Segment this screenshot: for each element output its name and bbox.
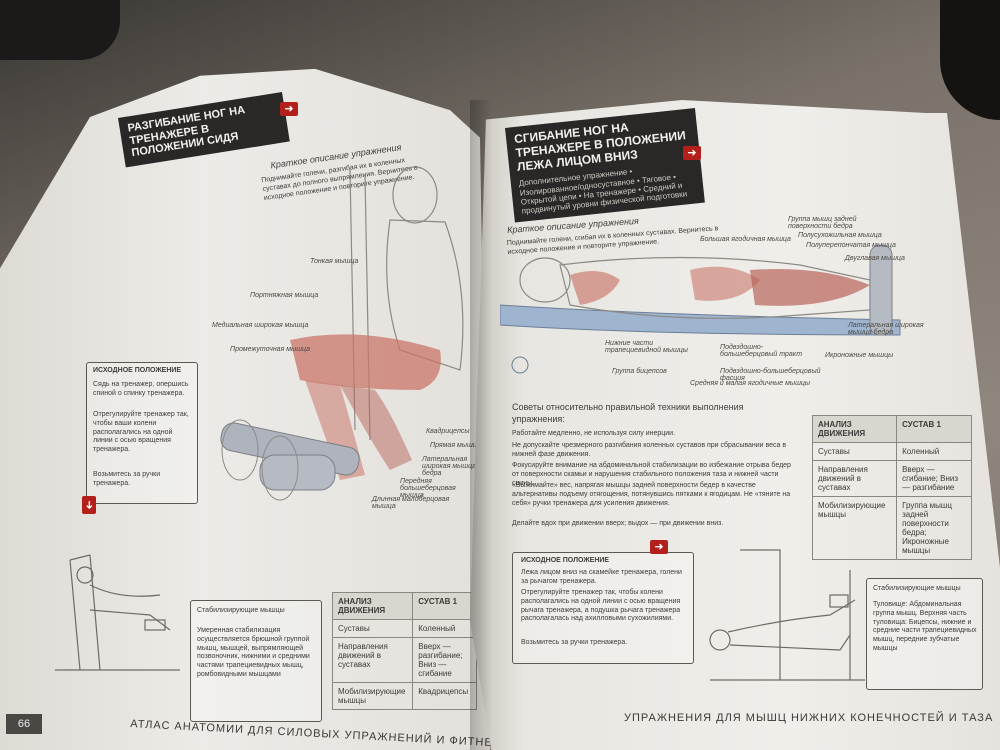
left-stab-text: Умеренная стабилизация осуществляется бр…: [197, 627, 310, 678]
book-gutter-shadow: [470, 100, 492, 750]
muscle-label: Латеральная широкая мышца бедра: [848, 322, 924, 336]
left-motion-table: АНАЛИЗ ДВИЖЕНИЯ СУСТАВ 1 Суставы Коленны…: [331, 592, 477, 710]
table-cell: Мобилизирующие мышцы: [331, 682, 414, 710]
right-start-item: Отрегулируйте тренажер так, чтобы колени…: [521, 589, 681, 623]
muscle-label: Латеральная широкая мышца бедра: [422, 456, 477, 477]
right-tips-heading: Советы относительно правильной техники в…: [512, 402, 744, 424]
table-row: Суставы Коленный: [811, 442, 972, 461]
table-header: СУСТАВ 1: [412, 592, 477, 620]
table-header: АНАЛИЗ ДВИЖЕНИЯ: [331, 592, 414, 620]
table-cell: Суставы: [811, 442, 898, 461]
left-start-position-box: ИСХОДНОЕ ПОЛОЖЕНИЕ Сядь на тренажер, опе…: [86, 362, 198, 504]
lying-leg-curl-illustration: [500, 244, 901, 374]
table-cell: Группа мышц задней поверхности бедра; Ик…: [896, 496, 972, 560]
right-start-item: Возьмитесь за ручки тренажера.: [521, 639, 628, 646]
table-header: АНАЛИЗ ДВИЖЕНИЯ: [811, 415, 898, 443]
right-tip-item: Работайте медленно, не используя силу ин…: [512, 430, 676, 437]
muscle-label: Прямая мышца бедра: [430, 442, 503, 449]
right-page-title: СГИБАНИЕ НОГ НА ТРЕНАЖЕРЕ В ПОЛОЖЕНИИ ЛЕ…: [505, 108, 705, 223]
right-motion-table: АНАЛИЗ ДВИЖЕНИЯ СУСТАВ 1 Суставы Коленны…: [811, 415, 972, 560]
table-cell: Вверх — сгибание; Вниз — разгибание: [896, 460, 972, 497]
muscle-label: Портняжная мышца: [250, 292, 319, 299]
muscle-label: Квадрицепсы: [426, 428, 470, 435]
right-tip-item: «Выжимайте» вес, напрягая мышцы задней п…: [512, 482, 791, 507]
table-row: Направления движений в суставах Вверх — …: [811, 460, 972, 497]
right-tip-item: Фокусируйте внимание на абдоминальной ст…: [512, 462, 791, 487]
table-row: Мобилизирующие мышцы Группа мышц задней …: [811, 496, 972, 560]
muscle-label: Медиальная широкая мышца: [212, 322, 309, 329]
right-stabilizers-box: Стабилизирующие мышцы Туловище: Абдомина…: [866, 578, 983, 690]
page-number: 66: [6, 714, 42, 734]
seated-leg-extension-illustration: [220, 166, 464, 501]
dark-object: [0, 0, 120, 60]
left-start-item: Сядь на тренажер, опершись спиной о спин…: [93, 381, 189, 397]
table-row: Суставы Коленный: [331, 619, 477, 638]
muscle-label: Полуперепончатая мышца: [806, 242, 896, 249]
table-cell: Вверх — разгибание; Вниз — сгибание: [412, 637, 477, 683]
right-start-position-box: ИСХОДНОЕ ПОЛОЖЕНИЕ Лежа лицом вниз на ск…: [512, 552, 694, 664]
muscle-label: Нижние части трапециевидной мышцы: [605, 340, 688, 354]
arrow-right-icon: ➜: [683, 146, 701, 160]
muscle-label: Подвздошно-большеберцовый фасция: [720, 368, 821, 382]
table-cell: Коленный: [412, 619, 477, 638]
right-stab-heading: Стабилизирующие мышцы: [873, 585, 961, 592]
table-cell: Коленный: [896, 442, 972, 461]
table-row: Направления движений в суставах Вверх — …: [331, 637, 477, 683]
left-start-item: Отрегулируйте тренажер так, чтобы ваши к…: [93, 411, 189, 453]
muscle-label: Тонкая мышца: [310, 258, 359, 265]
muscle-label: Икроножные мышцы: [825, 352, 894, 359]
lying-machine-sketch-illustration: [709, 549, 865, 681]
muscle-label: Длинная малоберцовая мышца: [372, 496, 450, 510]
table-cell: Квадрицепсы: [412, 682, 477, 710]
muscle-label: Группа мышц задней поверхности бедра: [788, 216, 857, 230]
right-footer: УПРАЖНЕНИЯ ДЛЯ МЫШЦ НИЖНИХ КОНЕЧНОСТЕЙ И…: [624, 712, 994, 724]
right-start-item: Лежа лицом вниз на скамейке тренажера, г…: [521, 569, 682, 585]
muscle-label: Передняя большеберцовая мышца: [400, 478, 456, 499]
muscle-label: Большая ягодичная мышца: [700, 236, 791, 243]
table-row: Мобилизирующие мышцы Квадрицепсы: [331, 682, 477, 710]
muscle-label: Группа бицепсов: [612, 368, 667, 375]
table-cell: Суставы: [331, 619, 414, 638]
right-tip-item: Не допускайте чрезмерного разгибания кол…: [512, 442, 787, 458]
table-cell: Направления движений в суставах: [811, 460, 898, 497]
arrow-right-icon: ➜: [650, 540, 668, 554]
table-cell: Мобилизирующие мышцы: [811, 496, 898, 560]
muscle-label: Промежуточная мышца: [230, 346, 310, 353]
left-start-item: Возьмитесь за ручки тренажера.: [93, 471, 161, 487]
muscle-label: Средняя и малая ягодичные мышцы: [690, 380, 811, 387]
machine-sketch-illustration: [55, 554, 180, 671]
table-header: СУСТАВ 1: [896, 415, 972, 443]
arrow-right-icon: ➜: [280, 102, 298, 116]
muscle-label: Подвздошно-большеберцовый тракт: [720, 344, 803, 358]
right-start-heading: ИСХОДНОЕ ПОЛОЖЕНИЕ: [521, 557, 610, 564]
muscle-label: Двуглавая мышца: [845, 255, 905, 262]
table-cell: Направления движений в суставах: [331, 637, 414, 683]
left-stab-heading: Стабилизирующие мышцы: [197, 607, 285, 614]
left-stabilizers-box: Стабилизирующие мышцы Умеренная стабилиз…: [190, 600, 322, 722]
right-tip-item: Делайте вдох при движении вверх; выдох —…: [512, 520, 724, 527]
left-start-heading: ИСХОДНОЕ ПОЛОЖЕНИЕ: [93, 367, 182, 374]
arrow-down-icon: ➜: [82, 496, 96, 514]
right-stab-text: Туловище: Абдоминальная группа мышц. Вер…: [873, 601, 977, 652]
muscle-label: Полусухожильная мышца: [798, 232, 882, 239]
